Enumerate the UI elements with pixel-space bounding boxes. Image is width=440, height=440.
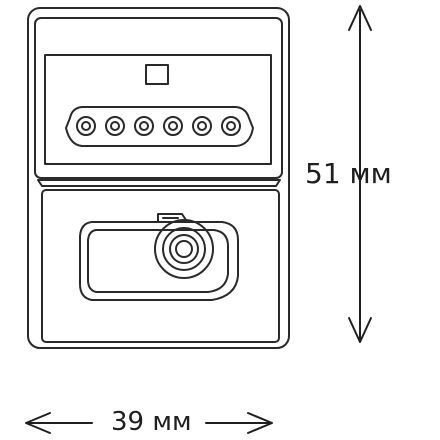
width-dimension-arrow-left <box>25 412 93 434</box>
height-dimension-arrow <box>348 5 372 343</box>
connector-pin-6 <box>221 116 241 136</box>
connector-pin-4 <box>163 116 183 136</box>
indicator-square <box>145 64 169 85</box>
connector-panel <box>44 54 272 165</box>
connector-pin-5 <box>192 116 212 136</box>
round-connector-ring <box>162 227 206 271</box>
clip-tab <box>157 213 187 223</box>
device-body <box>27 7 290 349</box>
connector-pin-2 <box>105 116 125 136</box>
connector-pin-1 <box>76 116 96 136</box>
cable-slot-outer <box>79 221 239 301</box>
cable-slot-inner <box>87 229 229 293</box>
connector-pin-3 <box>134 116 154 136</box>
width-dimension-arrow-right <box>205 412 273 434</box>
width-dimension-label: 39 мм <box>111 407 192 437</box>
upper-housing <box>34 17 283 179</box>
round-connector-mid <box>169 234 199 264</box>
round-connector-outer <box>154 219 214 279</box>
height-dimension-label: 51 мм <box>305 157 392 190</box>
round-connector-core <box>175 240 193 258</box>
lower-compartment <box>41 189 280 343</box>
pin-housing <box>65 106 254 147</box>
divider-strip <box>37 179 281 187</box>
